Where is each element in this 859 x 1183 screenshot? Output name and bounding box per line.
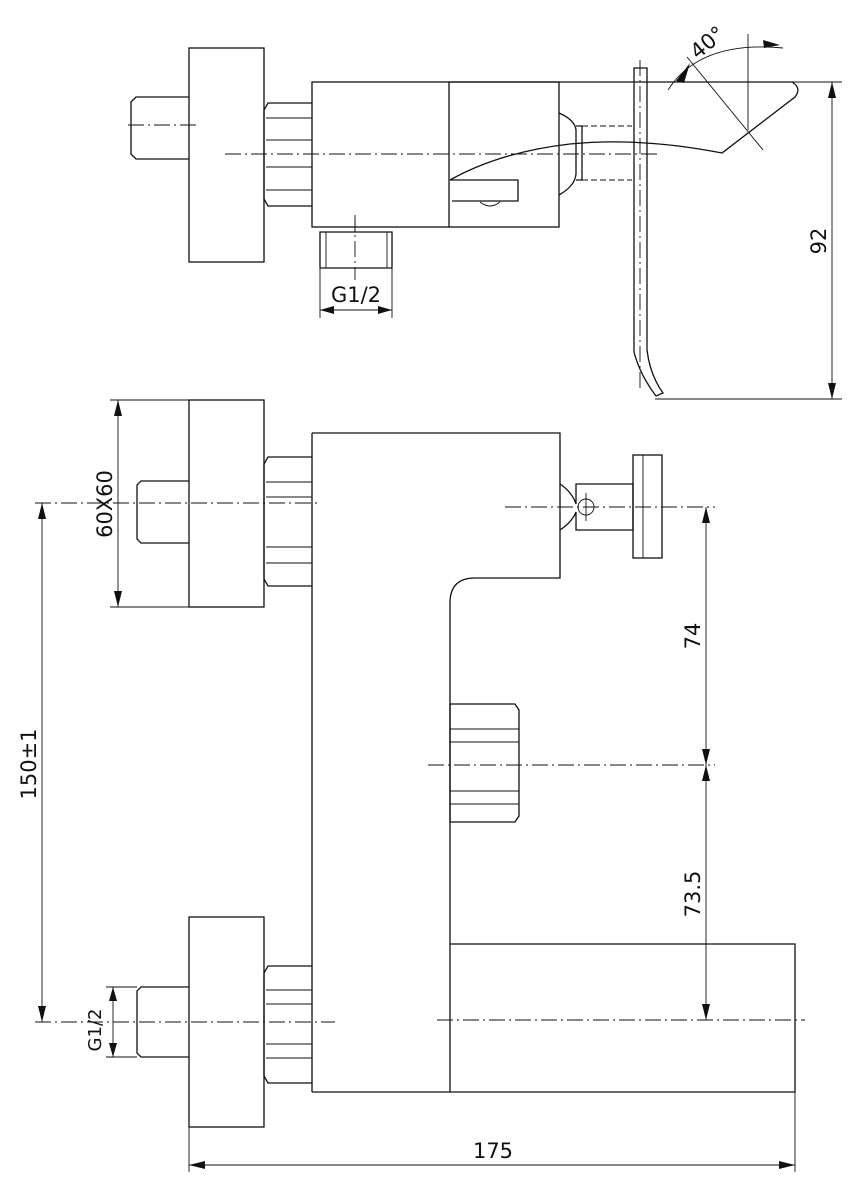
upper-hex-nut — [263, 456, 312, 587]
top-wall-flange — [188, 47, 265, 263]
top-lever-blade — [633, 67, 665, 397]
diverter-nut — [449, 703, 520, 823]
front-view: 60X60 150±1 74 73.5 G1/2 175 — [17, 399, 805, 1172]
top-outlet-thread — [319, 231, 393, 269]
top-outlet-thread-label: G1/2 — [331, 283, 381, 307]
front-spout — [312, 943, 796, 1093]
upper-inlet-thread — [136, 480, 189, 544]
top-body — [311, 81, 560, 228]
angle-label: 40° — [686, 21, 730, 63]
top-hex-nut — [263, 102, 312, 207]
front-lever-handle — [632, 454, 663, 559]
top-lever-handle — [449, 81, 799, 181]
top-view: 40° 92 G1/2 — [128, 21, 842, 400]
height-label: 92 — [807, 228, 831, 255]
upper-offset-label: 74 — [681, 623, 705, 650]
flange-size-label: 60X60 — [93, 470, 117, 538]
top-inlet-thread — [130, 96, 189, 160]
lower-hex-nut — [263, 965, 312, 1084]
front-body — [312, 432, 561, 944]
width-label: 175 — [473, 1139, 513, 1163]
inlet-spacing-label: 150±1 — [17, 728, 41, 799]
inlet-thread-label: G1/2 — [85, 1009, 106, 1052]
upper-wall-flange — [188, 399, 265, 608]
lower-offset-label: 73.5 — [681, 871, 705, 918]
lower-inlet-thread — [136, 986, 189, 1058]
